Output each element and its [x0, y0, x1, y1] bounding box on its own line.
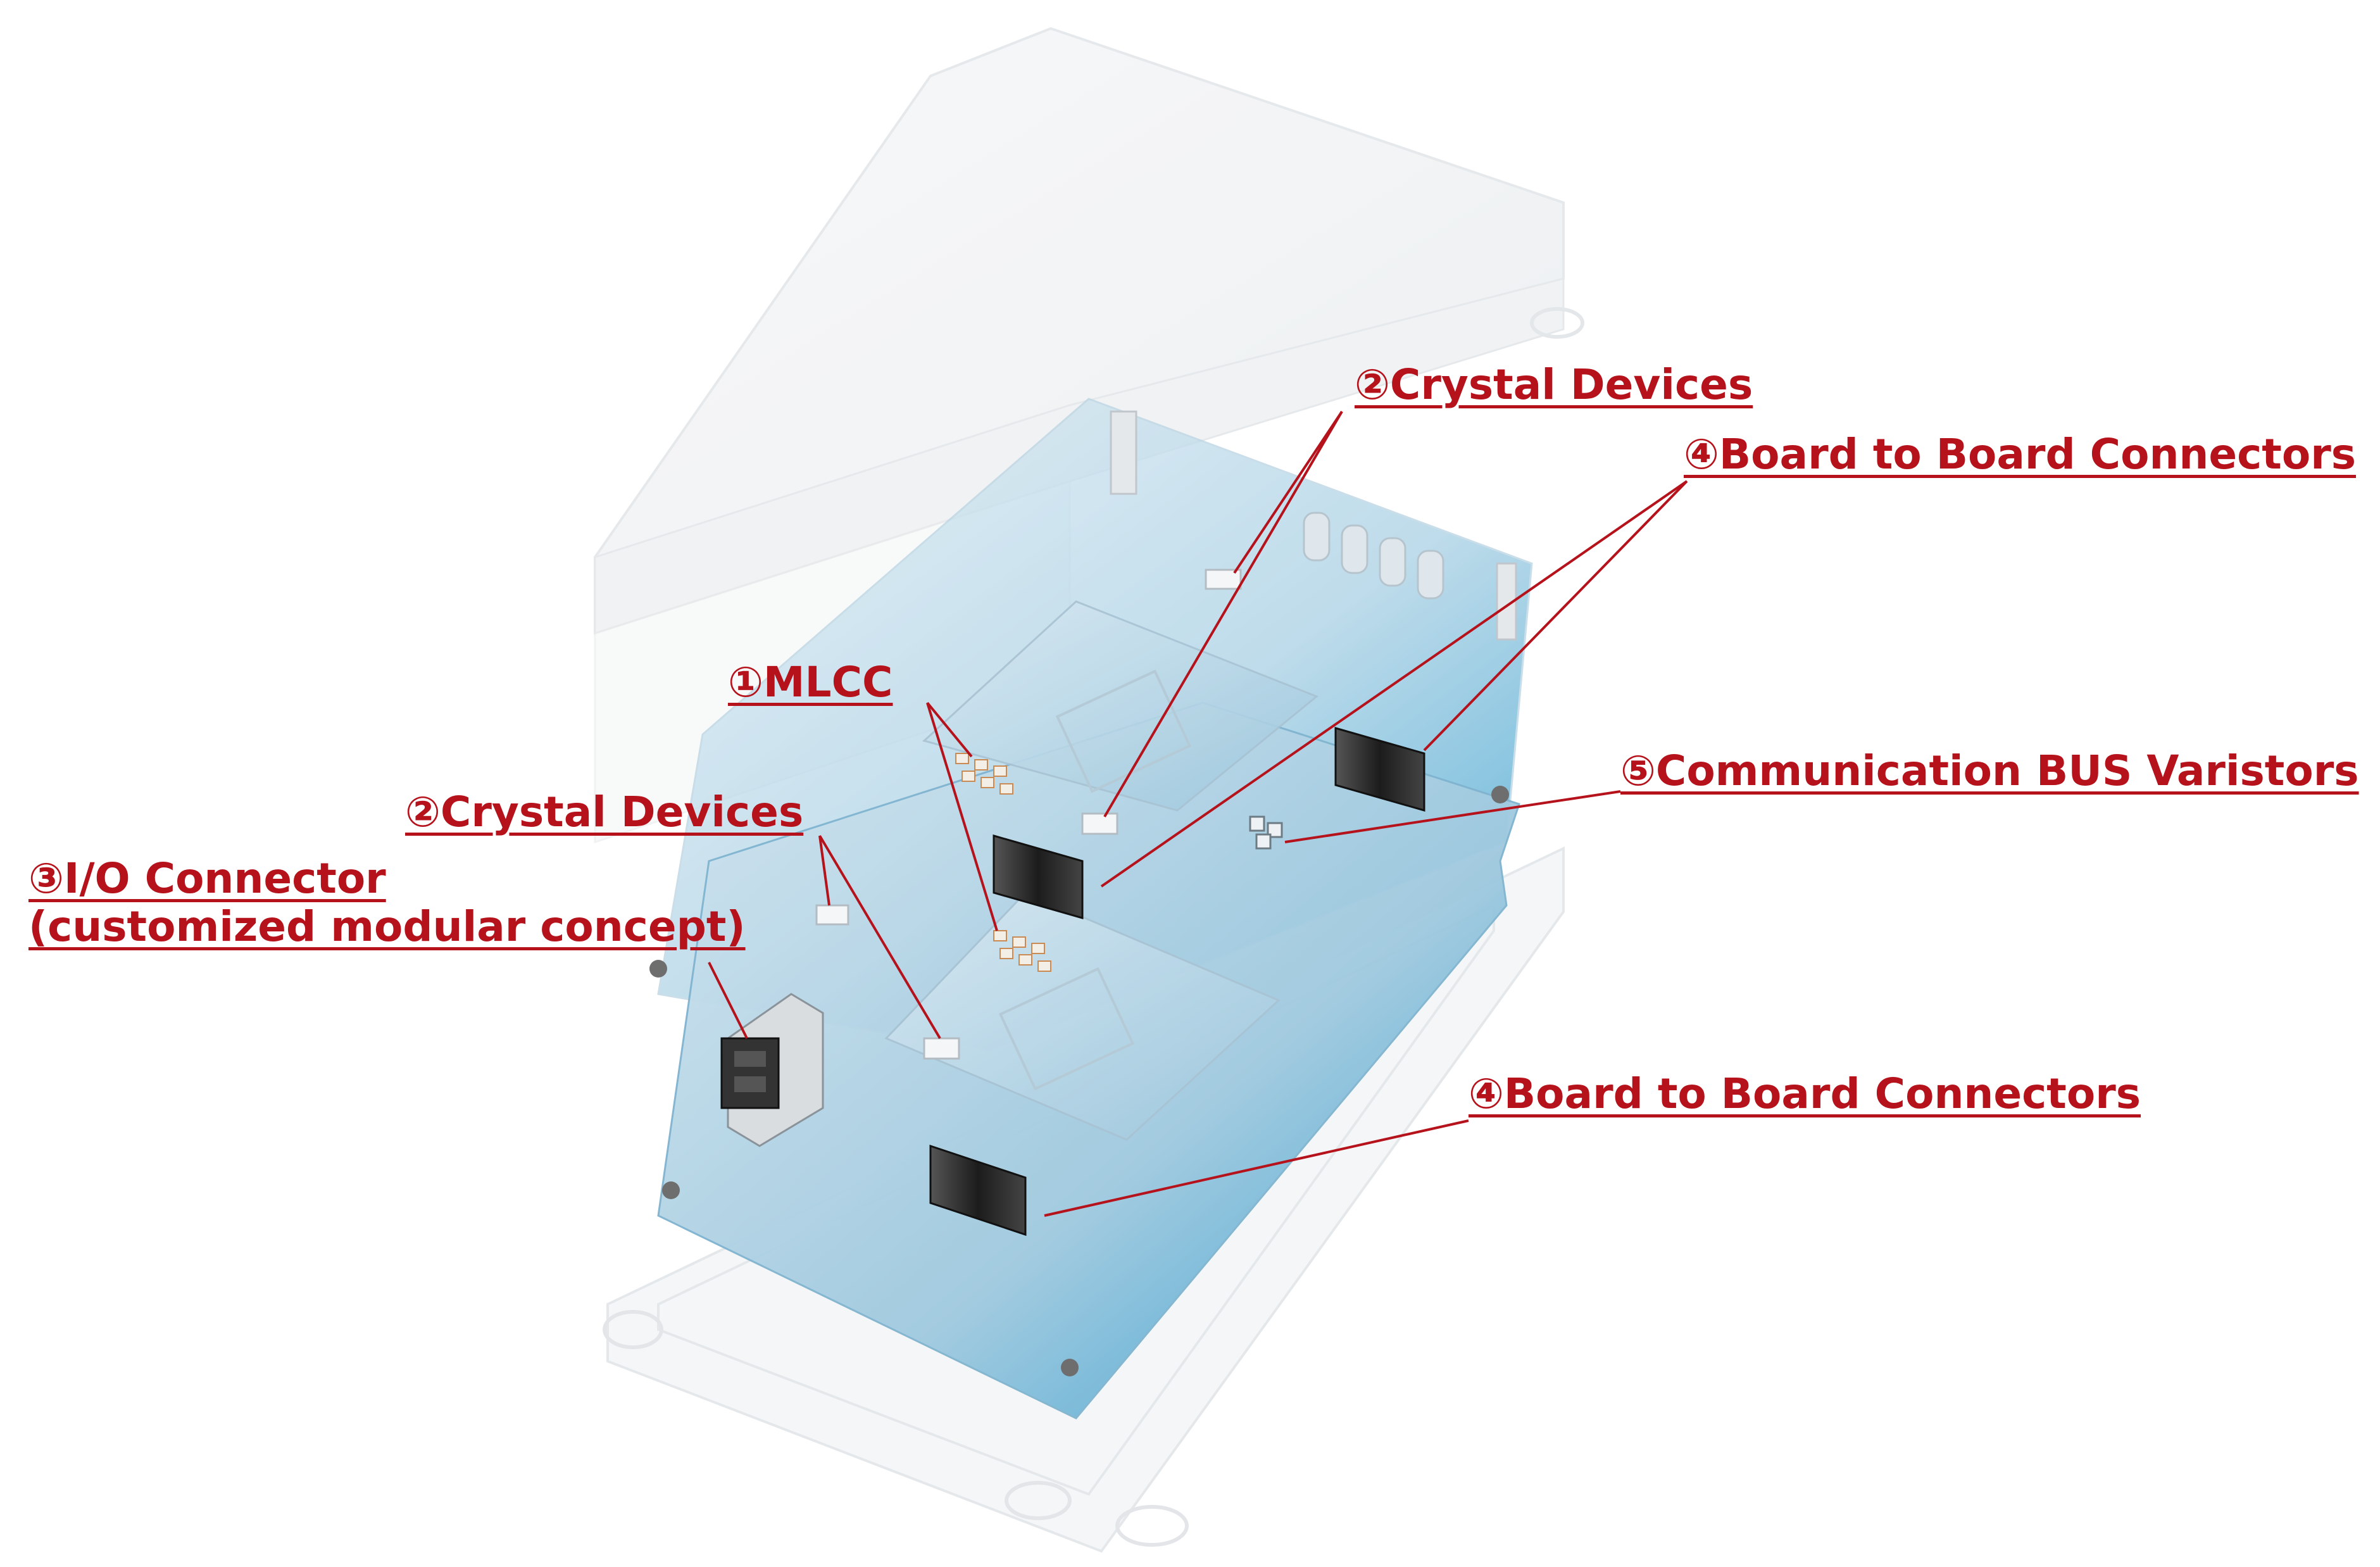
callout-board-to-board-top: ④Board to Board Connectors [1684, 430, 2357, 479]
io-connector [720, 993, 824, 1147]
communication-bus-varistors [1249, 815, 1283, 850]
callout-crystal-devices-top: ②Crystal Devices [1355, 360, 1753, 409]
callout-crystal-devices-left: ②Crystal Devices [405, 788, 804, 836]
callout-io-connector: ③I/O Connector (customized modular conce… [28, 854, 746, 951]
standoff [1110, 410, 1137, 495]
lower-module-board [815, 891, 1281, 1141]
callout-varistors: ⑤Communication BUS Varistors [1620, 746, 2359, 795]
mlcc-array [993, 930, 1051, 972]
upper-module-board [922, 600, 1318, 835]
board-to-board-connector [993, 834, 1084, 919]
callout-board-to-board-bottom: ④Board to Board Connectors [1469, 1069, 2141, 1118]
electrolytic-capacitors [1303, 512, 1444, 600]
crystal-device [1081, 812, 1118, 835]
mlcc-array [955, 753, 1013, 795]
board-to-board-connector [1334, 727, 1425, 812]
crystal-device [923, 1037, 960, 1060]
board-to-board-connector [929, 1144, 1027, 1237]
callout-leaders [708, 410, 1688, 1217]
callout-mlcc: ①MLCC [728, 658, 893, 707]
crystal-device [815, 904, 849, 926]
